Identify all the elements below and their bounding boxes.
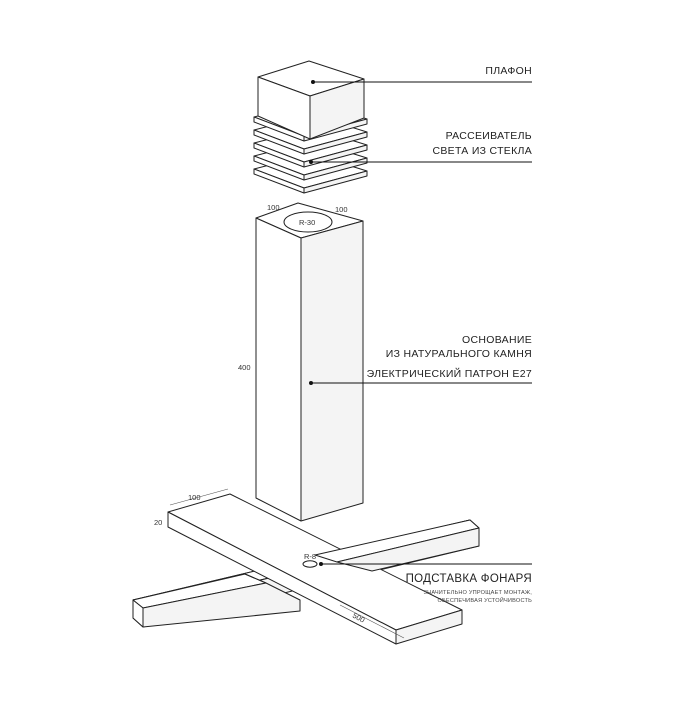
stone-base-pillar: R-30 100 100 400 [238,202,532,522]
stand-width-dimension: 100 [188,493,201,502]
pillar-top-right-dimension: 100 [335,205,348,214]
socket-label: ЭЛЕКТРИЧЕСКИЙ ПАТРОН Е27 [367,367,532,380]
plafond-label: ПЛАФОН [485,65,532,77]
plafond-cap [257,60,532,140]
stand-hole [302,560,318,568]
base-label-line1: ОСНОВАНИЕ [462,334,532,346]
pillar-top-left-dimension: 100 [267,203,280,212]
stand-hole-dimension: R-8 [304,552,316,561]
pillar-top-hole [283,211,333,233]
base-label-line2: ИЗ НАТУРАЛЬНОГО КАМНЯ [386,348,532,360]
stand-note-line2: ОБЕСПЕЧИВАЯ УСТОЙЧИВОСТЬ [438,596,533,604]
pillar-height-dimension: 400 [238,363,251,372]
pillar-hole-dimension: R-30 [299,218,315,227]
stand-thickness-dimension: 20 [154,518,162,527]
diffuser-label-line2: СВЕТА ИЗ СТЕКЛА [432,145,532,157]
stand-label: ПОДСТАВКА ФОНАРЯ [406,573,532,585]
lantern-stand: 100 20 R-8 500 [132,488,532,645]
stand-note-line1: ЗНАЧИТЕЛЬНО УПРОЩАЕТ МОНТАЖ, [424,590,533,596]
diffuser-label-line1: РАССЕИВАТЕЛЬ [446,130,532,142]
